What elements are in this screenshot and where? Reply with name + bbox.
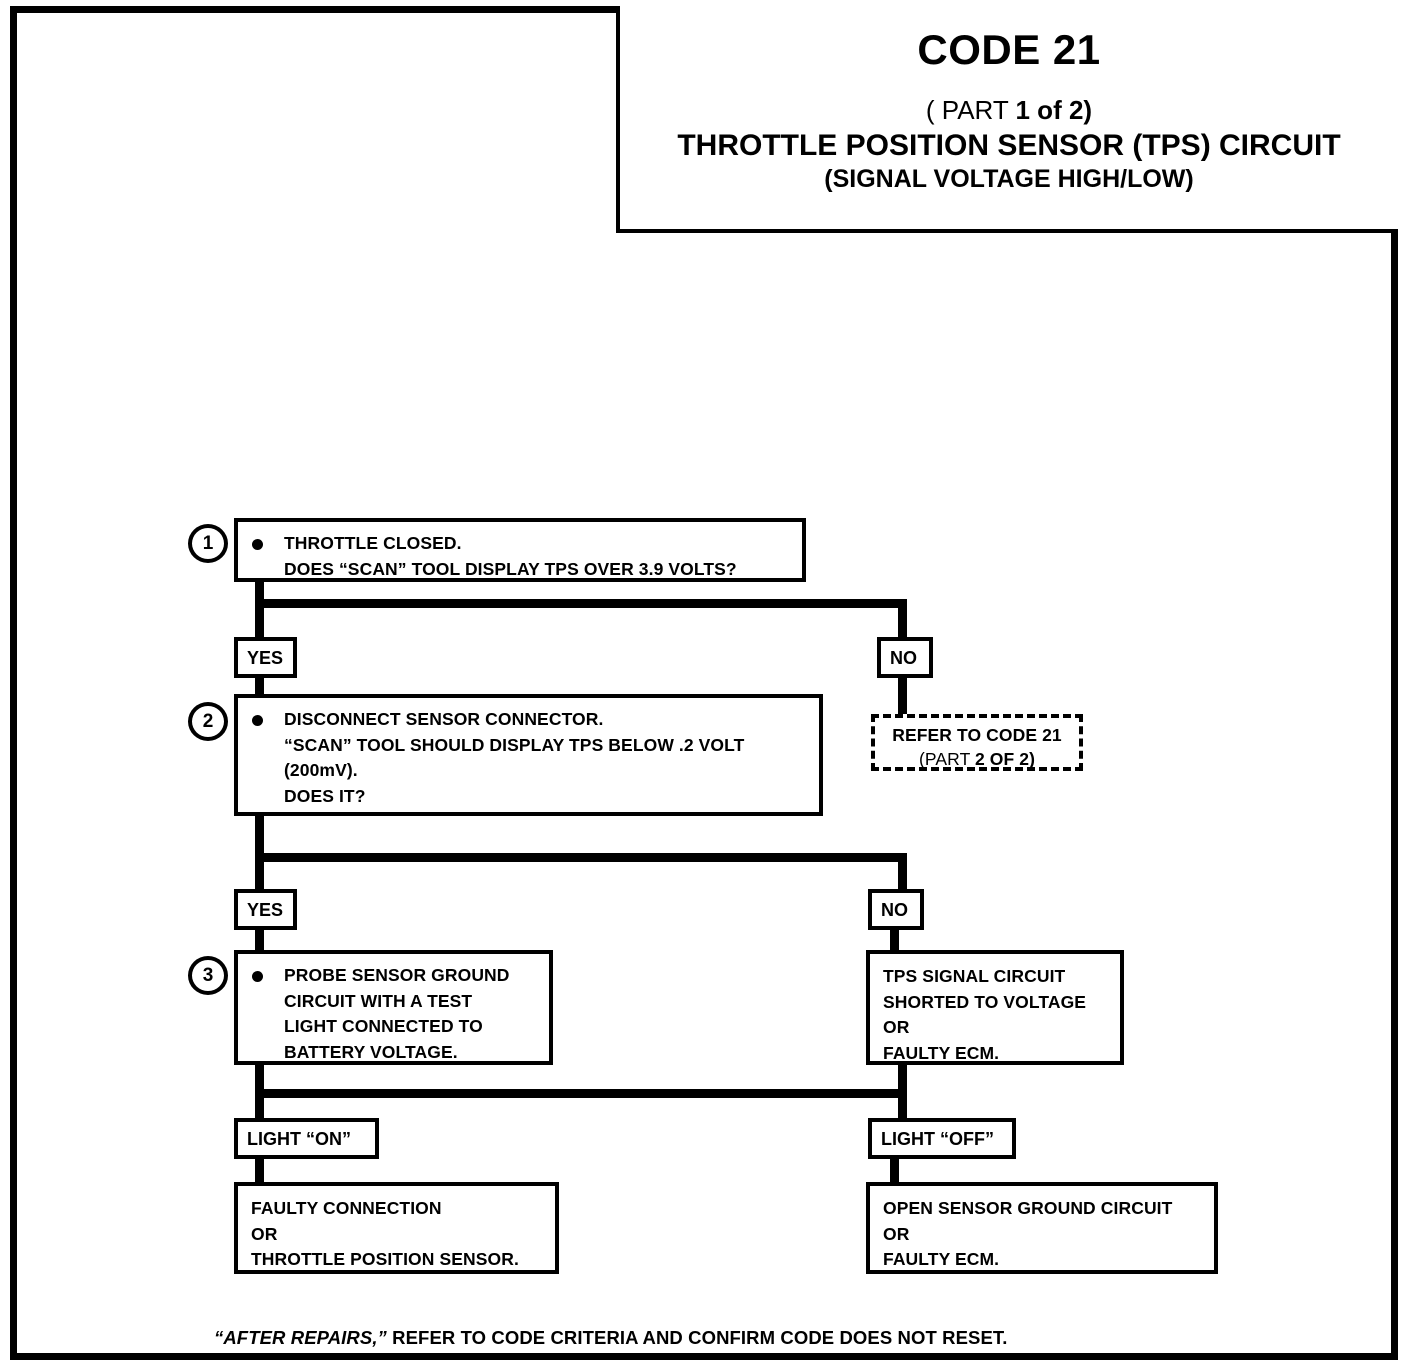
step-number-1: 1: [188, 524, 228, 563]
step-number-3: 3: [188, 956, 228, 995]
connector-yes1-down: [255, 674, 264, 702]
part-indicator: ( PART 1 of 2): [620, 94, 1398, 127]
bullet-icon: [252, 539, 263, 550]
branch-light-off: LIGHT “OFF”: [868, 1118, 1016, 1159]
open-ground-line-3: FAULTY ECM.: [883, 1249, 1000, 1270]
part-word: PART: [941, 95, 1016, 126]
faulty-connection-box: FAULTY CONNECTION OR THROTTLE POSITION S…: [234, 1182, 559, 1274]
branch-no-1: NO: [877, 637, 933, 678]
part-value: 1 of 2): [1015, 95, 1093, 126]
tps-shorted-line-2: SHORTED TO VOLTAGE: [883, 991, 1087, 1012]
connector-step1-stub: [255, 582, 264, 602]
connector-to-light-off: [898, 1063, 907, 1125]
refer-line-2: (PART 2 OF 2): [875, 748, 1079, 772]
footer-after-repairs: “AFTER REPAIRS,”: [214, 1327, 387, 1348]
branch-yes-2: YES: [234, 889, 297, 930]
faulty-connection-line-1: FAULTY CONNECTION: [251, 1198, 442, 1218]
connector-no1-down: [898, 674, 907, 718]
connector-to-yes1: [255, 599, 264, 641]
tps-shorted-box: TPS SIGNAL CIRCUIT SHORTED TO VOLTAGE OR…: [866, 950, 1124, 1065]
faulty-connection-line-3: THROTTLE POSITION SENSOR.: [251, 1249, 519, 1270]
step-2-line-2: “SCAN” TOOL SHOULD DISPLAY TPS BELOW .2 …: [284, 734, 745, 755]
title-block: CODE 21 ( PART 1 of 2) THROTTLE POSITION…: [616, 6, 1398, 233]
step-3-line-3: LIGHT CONNECTED TO: [284, 1016, 483, 1037]
refer-to-code-21-text: REFER TO CODE 21 (PART 2 OF 2): [875, 718, 1079, 771]
open-ground-box: OPEN SENSOR GROUND CIRCUIT OR FAULTY ECM…: [866, 1182, 1218, 1274]
footer-note: “AFTER REPAIRS,” REFER TO CODE CRITERIA …: [214, 1327, 1008, 1349]
step-3-box: PROBE SENSOR GROUND CIRCUIT WITH A TEST …: [234, 950, 553, 1065]
branch-no-2: NO: [868, 889, 924, 930]
refer-part-value: 2 OF 2): [975, 748, 1036, 769]
branch-light-on: LIGHT “ON”: [234, 1118, 379, 1159]
open-ground-line-1: OPEN SENSOR GROUND CIRCUIT: [883, 1198, 1173, 1218]
connector-branch3-bar: [255, 1089, 907, 1098]
open-ground-text: OPEN SENSOR GROUND CIRCUIT OR FAULTY ECM…: [883, 1196, 1172, 1273]
refer-part-word: (PART: [918, 748, 975, 769]
open-ground-line-2: OR: [883, 1223, 910, 1244]
connector-to-light-on: [255, 1063, 264, 1125]
faulty-connection-text: FAULTY CONNECTION OR THROTTLE POSITION S…: [251, 1196, 519, 1273]
step-2-line-3: (200mV).: [284, 760, 358, 781]
circuit-title: THROTTLE POSITION SENSOR (TPS) CIRCUIT: [677, 128, 1341, 162]
connector-to-no1: [898, 599, 907, 641]
connector-branch1-bar: [255, 599, 907, 608]
step-3-line-4: BATTERY VOLTAGE.: [284, 1041, 458, 1062]
faulty-connection-line-2: OR: [251, 1223, 278, 1244]
step-2-text: DISCONNECT SENSOR CONNECTOR. “SCAN” TOOL…: [284, 707, 744, 809]
step-number-2: 2: [188, 702, 228, 741]
step-2-line-1: DISCONNECT SENSOR CONNECTOR.: [284, 709, 604, 729]
connector-to-no2: [898, 853, 907, 896]
connector-branch2-bar: [255, 853, 907, 862]
tps-shorted-line-3: OR: [883, 1017, 910, 1038]
tps-shorted-line-4: FAULTY ECM.: [883, 1042, 1000, 1063]
part-paren-open: (: [925, 95, 942, 126]
bullet-icon: [252, 715, 263, 726]
step-2-box: DISCONNECT SENSOR CONNECTOR. “SCAN” TOOL…: [234, 694, 823, 816]
step-1-line-2: DOES “SCAN” TOOL DISPLAY TPS OVER 3.9 VO…: [284, 558, 737, 579]
tps-shorted-text: TPS SIGNAL CIRCUIT SHORTED TO VOLTAGE OR…: [883, 964, 1086, 1066]
step-1-text: THROTTLE CLOSED. DOES “SCAN” TOOL DISPLA…: [284, 531, 737, 582]
connector-no2-down: [890, 926, 899, 954]
step-3-line-2: CIRCUIT WITH A TEST: [284, 990, 473, 1011]
step-2-line-4: DOES IT?: [284, 785, 366, 806]
refer-line-1: REFER TO CODE 21: [892, 725, 1062, 745]
connector-light-off-down: [890, 1155, 899, 1185]
code-title: CODE 21: [917, 26, 1101, 73]
circuit-subtitle: (SIGNAL VOLTAGE HIGH/LOW): [824, 164, 1194, 193]
step-3-text: PROBE SENSOR GROUND CIRCUIT WITH A TEST …: [284, 963, 510, 1065]
footer-rest: REFER TO CODE CRITERIA AND CONFIRM CODE …: [386, 1327, 1008, 1348]
step-1-line-1: THROTTLE CLOSED.: [284, 533, 462, 553]
connector-light-on-down: [255, 1155, 264, 1185]
step-1-box: THROTTLE CLOSED. DOES “SCAN” TOOL DISPLA…: [234, 518, 806, 582]
step-3-line-1: PROBE SENSOR GROUND: [284, 965, 510, 985]
tps-shorted-line-1: TPS SIGNAL CIRCUIT: [883, 966, 1066, 986]
refer-to-code-21-box: REFER TO CODE 21 (PART 2 OF 2): [871, 714, 1083, 771]
connector-to-yes2: [255, 816, 264, 896]
branch-yes-1: YES: [234, 637, 297, 678]
connector-yes2-down: [255, 926, 264, 954]
bullet-icon: [252, 971, 263, 982]
